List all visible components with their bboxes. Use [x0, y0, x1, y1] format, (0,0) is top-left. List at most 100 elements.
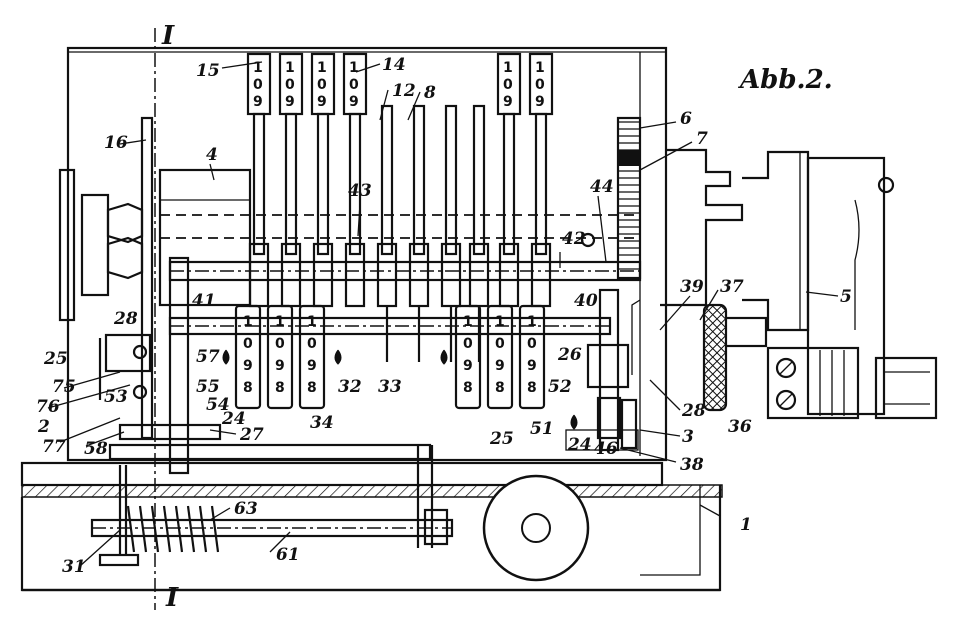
counter-column-top: 109 [496, 52, 522, 308]
ref-14: 14 [382, 55, 406, 75]
ref-75: 75 [52, 377, 76, 397]
counter-digit: 0 [495, 336, 505, 352]
counter-column-plain [408, 104, 430, 362]
counter-digit: 9 [463, 358, 473, 374]
section-mark-top: I [161, 21, 175, 51]
counter-digit: 9 [307, 358, 317, 374]
counter-digit: 1 [495, 314, 505, 330]
section-mark-bottom: I [165, 583, 179, 613]
counter-digit: 0 [253, 77, 263, 93]
right-mechanism [565, 232, 639, 452]
ref-25a: 25 [43, 349, 68, 369]
ref-28a: 28 [113, 309, 138, 329]
counter-column-top: 109 [528, 52, 554, 308]
counter-digit: 0 [463, 336, 473, 352]
counter-digit: 1 [349, 60, 359, 76]
ref-36: 36 [728, 417, 752, 437]
counter-digit: 0 [527, 336, 537, 352]
counter-digit: 8 [275, 380, 285, 396]
counter-digit: 1 [243, 314, 253, 330]
counter-digit: 8 [527, 380, 537, 396]
ref-12: 12 [392, 81, 416, 101]
counter-digit: 1 [527, 314, 537, 330]
counter-column-plain [440, 104, 462, 362]
counter-digit: 1 [317, 60, 327, 76]
counter-digit: 9 [535, 94, 545, 110]
ref-15: 15 [196, 61, 220, 81]
counter-digit: 9 [253, 94, 263, 110]
counter-digit: 1 [463, 314, 473, 330]
ref-8: 8 [423, 83, 436, 103]
section-line: I I [154, 21, 179, 613]
ref-2: 2 [37, 417, 50, 437]
counter-digit: 0 [243, 336, 253, 352]
pawl-icon [222, 349, 230, 365]
ref-31: 31 [62, 557, 86, 577]
gear-wheel-6 [616, 116, 642, 280]
counter-digit: 9 [527, 358, 537, 374]
ref-61: 61 [276, 545, 300, 565]
ref-54: 54 [206, 395, 230, 415]
counter-digit: 1 [307, 314, 317, 330]
ref-28b: 28 [681, 401, 706, 421]
counter-digit: 1 [253, 60, 263, 76]
ref-3: 3 [682, 427, 694, 447]
counter-digit: 8 [495, 380, 505, 396]
pawl-icon [334, 349, 342, 365]
counter-digit: 8 [243, 380, 253, 396]
counter-digit: 0 [535, 77, 545, 93]
ref-77: 77 [42, 437, 66, 457]
ref-37: 37 [720, 277, 744, 297]
counter-column-top: 109 [342, 52, 368, 308]
reference-numerals: 1 2 3 4 5 6 7 8 12 14 15 16 24 24 25 25 … [36, 55, 852, 577]
counter-digit: 0 [307, 336, 317, 352]
ref-42: 42 [562, 229, 586, 249]
counter-digit: 9 [495, 358, 505, 374]
spring-39 [631, 299, 641, 375]
ref-32: 32 [338, 377, 362, 397]
counter-digit: 1 [503, 60, 513, 76]
counter-digit: 0 [317, 77, 327, 93]
counter-digit: 9 [275, 358, 285, 374]
counter-column-top: 109 [310, 52, 336, 308]
counter-digit: 9 [285, 94, 295, 110]
counter-digit: 1 [285, 60, 295, 76]
ref-41: 41 [192, 291, 216, 311]
counter-column-plain [376, 104, 398, 362]
counter-digit: 9 [243, 358, 253, 374]
counter-digit: 0 [349, 77, 359, 93]
ref-7: 7 [696, 129, 708, 149]
ref-63: 63 [234, 499, 258, 519]
ref-39: 39 [680, 277, 704, 297]
ref-40: 40 [574, 291, 598, 311]
pawl-icon [440, 349, 448, 365]
ref-76: 76 [36, 397, 60, 417]
ref-43: 43 [348, 181, 372, 201]
counter-digit: 0 [285, 77, 295, 93]
ref-52: 52 [548, 377, 572, 397]
ref-27: 27 [239, 425, 264, 445]
counter-column-top: 109 [246, 52, 272, 308]
pawl-icon [570, 414, 578, 430]
ref-26: 26 [557, 345, 582, 365]
ref-53: 53 [104, 387, 128, 407]
knurled-knob-36 [702, 303, 728, 412]
ref-33: 33 [378, 377, 402, 397]
ref-16: 16 [104, 133, 128, 153]
counter-digit: 8 [307, 380, 317, 396]
leader-lines [47, 61, 839, 567]
counter-column-top: 109 [278, 52, 304, 308]
right-bearing [660, 148, 938, 420]
counter-digit: 9 [349, 94, 359, 110]
coil-spring-63 [126, 505, 220, 553]
ref-24a: 24 [221, 409, 246, 429]
